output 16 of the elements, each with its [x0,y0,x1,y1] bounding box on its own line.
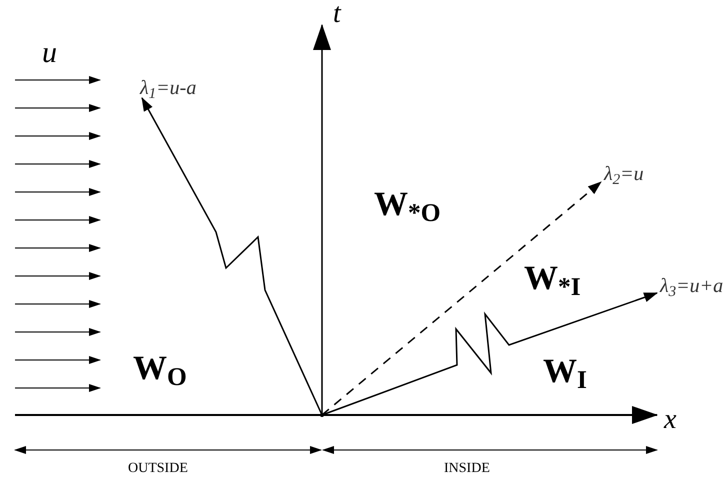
eigenvalue-label: λ$_{1}$=u-a [140,78,196,98]
state-label: W$_{O}$ [133,352,187,386]
eigenvalue-label: λ$_{2}$=u [604,164,644,184]
state-label: W$_{*I}$ [524,262,581,296]
region-label: OUTSIDE [128,462,188,476]
wave-arrow [322,292,658,416]
region-label: INSIDE [444,462,490,476]
wave-arrow [141,97,323,416]
wave-arrow [322,181,602,416]
axis-label: x [664,406,676,434]
state-label: W$_{I}$ [543,355,587,389]
origin-point [320,413,324,417]
eigenvalue-label: λ$_{3}$=u+a [660,276,724,296]
axis-label: t [333,0,341,28]
velocity-label: u [42,38,57,68]
state-label: W$_{*O}$ [374,188,441,222]
